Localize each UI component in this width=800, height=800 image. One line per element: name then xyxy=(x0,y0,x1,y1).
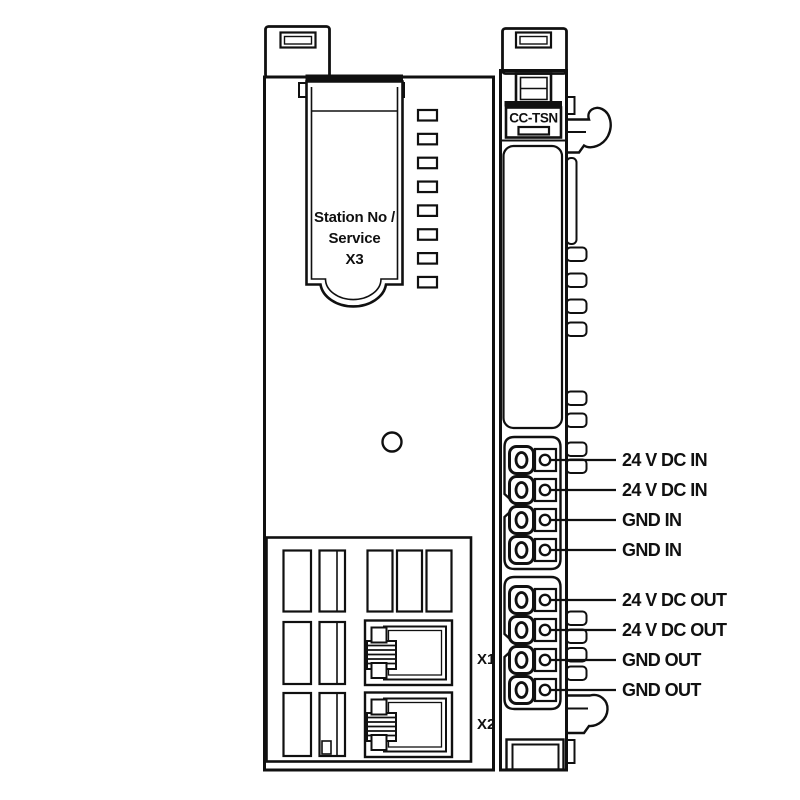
terminal-row xyxy=(508,675,616,705)
terminal-hole xyxy=(538,513,552,527)
badge-label: CC-TSN xyxy=(509,111,558,126)
vent-slot xyxy=(282,691,313,758)
terminal-screw xyxy=(508,475,535,505)
vent-slot xyxy=(318,549,347,613)
vent-slot xyxy=(395,549,424,613)
port-label-x1: X1 xyxy=(477,651,495,668)
pin-label-out-4: GND OUT xyxy=(622,680,701,700)
terminal-screw xyxy=(508,445,535,475)
pin-label-out-3: GND OUT xyxy=(622,650,701,670)
led-indicator xyxy=(416,132,439,146)
terminal-screw xyxy=(508,645,535,675)
front-face-panel xyxy=(502,144,564,430)
tab-slot xyxy=(279,31,317,49)
station-label-line3: X3 xyxy=(346,251,364,268)
bottom-connector xyxy=(505,738,565,771)
terminal-row xyxy=(508,445,616,475)
terminal-hole xyxy=(538,453,552,467)
vent-slot xyxy=(425,549,453,613)
ethernet-port-x2 xyxy=(363,691,454,759)
led-indicator xyxy=(416,204,439,217)
terminal-row xyxy=(508,475,616,505)
terminal-row xyxy=(508,505,616,535)
pin-label-in-4: GND IN xyxy=(622,540,681,560)
led-indicator xyxy=(416,275,439,289)
station-label-line2: Service xyxy=(329,230,381,247)
terminal-rows xyxy=(508,445,616,705)
led-indicator xyxy=(416,252,439,265)
terminal-row xyxy=(508,535,616,565)
port-label-x2: X2 xyxy=(477,716,495,733)
terminal-hole xyxy=(538,683,552,697)
screw-hole xyxy=(381,431,403,453)
mounting-tab-right xyxy=(501,27,568,75)
pin-label-in-1: 24 V DC IN xyxy=(622,450,707,470)
terminal-row xyxy=(508,585,616,615)
vent-slot xyxy=(282,549,313,613)
station-label: Station No / Service X3 xyxy=(314,209,396,268)
vent-slot xyxy=(318,620,347,686)
terminal-hole xyxy=(538,653,552,667)
terminal-row xyxy=(508,615,616,645)
terminal-hole xyxy=(538,483,552,497)
terminal-screw xyxy=(508,615,535,645)
terminal-screw xyxy=(508,505,535,535)
pin-label-out-1: 24 V DC OUT xyxy=(622,590,727,610)
vent-slot xyxy=(318,691,347,758)
label-door: Station No / Service X3 xyxy=(298,74,405,308)
vent-slot xyxy=(282,620,313,686)
led-indicator xyxy=(416,180,439,194)
din-rail-hook-top xyxy=(566,106,612,154)
main-module: Station No / Service X3 xyxy=(263,25,495,772)
terminal-screw xyxy=(508,535,535,565)
terminal-row xyxy=(508,645,616,675)
vent-grille xyxy=(265,536,473,763)
release-latch xyxy=(514,72,553,105)
station-label-line1: Station No / xyxy=(314,209,396,226)
din-rail-hook-bottom xyxy=(566,693,609,735)
side-fins xyxy=(565,96,588,764)
pin-label-out-2: 24 V DC OUT xyxy=(622,620,727,640)
terminal-hole xyxy=(538,593,552,607)
led-indicator xyxy=(416,228,439,241)
terminal-screw xyxy=(508,675,535,705)
terminal-screw xyxy=(508,585,535,615)
led-indicator xyxy=(416,156,439,170)
terminal-hole xyxy=(538,623,552,637)
pin-label-in-3: GND IN xyxy=(622,510,681,530)
ethernet-port-x1 xyxy=(363,619,454,687)
mounting-tab-left xyxy=(264,25,331,79)
tab-slot xyxy=(514,31,553,49)
vent-slot xyxy=(366,549,394,613)
led-indicator xyxy=(416,108,439,122)
power-module: CC-TSN xyxy=(499,27,616,772)
cc-tsn-badge: CC-TSN xyxy=(504,106,563,139)
terminal-hole xyxy=(538,543,552,557)
led-column xyxy=(416,108,439,289)
pin-label-in-2: 24 V DC IN xyxy=(622,480,707,500)
pin-annotations: 24 V DC IN 24 V DC IN GND IN GND IN 24 V… xyxy=(622,450,728,700)
